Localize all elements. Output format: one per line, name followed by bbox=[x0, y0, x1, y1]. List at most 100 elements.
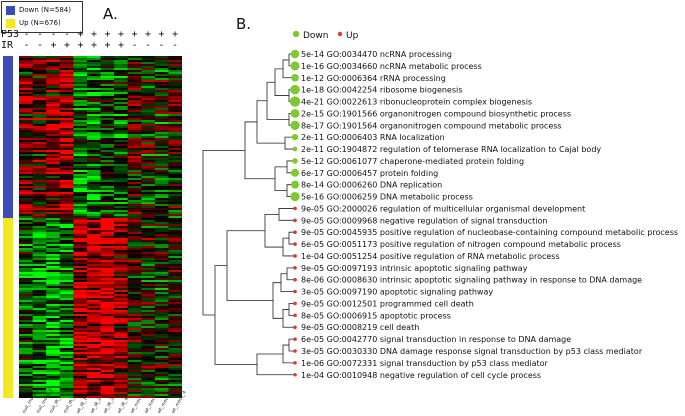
legend-label-down: Down bbox=[303, 31, 329, 41]
term-name: ribonucleoprotein complex biogenesis bbox=[380, 98, 532, 107]
term-pvalue: 9e-05 bbox=[301, 264, 324, 273]
go-term-row: 2e-11 GO:0006403 RNA localization bbox=[291, 133, 445, 142]
term-label: 9e-05 GO:0008219 cell death bbox=[301, 323, 419, 332]
column-label: wt_IR_3 bbox=[103, 397, 116, 415]
term-dot-down bbox=[291, 73, 299, 82]
column-label: null_IR_1 bbox=[49, 394, 64, 415]
dendrogram-links bbox=[202, 53, 295, 376]
term-name: positive regulation of nitrogen compound… bbox=[380, 240, 621, 249]
term-name: ncRNA metabolic process bbox=[380, 62, 482, 71]
term-go-id: GO:0006364 bbox=[327, 74, 378, 83]
go-term-row: 4e-21 GO:0022613 ribonucleoprotein compl… bbox=[289, 96, 532, 107]
term-dot-up bbox=[293, 254, 297, 258]
ir-sign: + bbox=[63, 40, 71, 51]
term-pvalue: 2e-11 bbox=[301, 133, 324, 142]
term-go-id: GO:0006403 bbox=[327, 133, 378, 142]
ir-sign: + bbox=[77, 40, 84, 51]
term-dot-down bbox=[291, 133, 299, 141]
term-pvalue: 1e-16 bbox=[301, 62, 324, 71]
column-label: wt_IR_4 bbox=[116, 397, 130, 415]
go-term-row: 1e-04 GO:0051254 positive regulation of … bbox=[293, 252, 560, 261]
term-dot-up bbox=[293, 361, 297, 365]
go-term-row: 6e-05 GO:0051173 positive regulation of … bbox=[293, 240, 621, 249]
term-dot-up bbox=[293, 277, 297, 282]
term-name: intrinsic apoptotic signaling pathway in… bbox=[380, 276, 642, 285]
ir-sign: + bbox=[50, 40, 57, 51]
legend-item-up: Up (N=676) bbox=[6, 18, 61, 29]
row-label-ir: IR bbox=[1, 40, 14, 51]
term-dot-down bbox=[290, 84, 300, 95]
term-dot-up bbox=[293, 372, 297, 377]
term-go-id: GO:0051254 bbox=[327, 252, 378, 261]
term-name: ncRNA processing bbox=[380, 50, 452, 59]
term-go-id: GO:0006259 bbox=[327, 193, 378, 202]
p53-sign-row: ----++++++++ bbox=[0, 29, 190, 41]
term-dot-down bbox=[292, 158, 298, 164]
term-label: 4e-21 GO:0022613 ribonucleoprotein compl… bbox=[301, 98, 532, 107]
term-dot-down bbox=[291, 180, 299, 189]
term-dot-up bbox=[293, 206, 297, 211]
term-pvalue: 9e-05 bbox=[301, 204, 324, 213]
term-name: signal transduction in response to DNA d… bbox=[380, 335, 571, 344]
term-pvalue: 4e-21 bbox=[301, 98, 324, 107]
p53-sign: + bbox=[171, 29, 179, 40]
term-name: organonitrogen compound metabolic proces… bbox=[380, 121, 562, 130]
go-term-row: 8e-17 GO:1901564 organonitrogen compound… bbox=[290, 120, 562, 130]
term-go-id: GO:0042254 bbox=[327, 86, 378, 95]
term-pvalue: 6e-05 bbox=[301, 335, 324, 344]
term-name: regulation of multicellular organismal d… bbox=[380, 204, 585, 213]
term-label: 8e-14 GO:0006260 DNA replication bbox=[301, 181, 442, 190]
term-go-id: GO:0022613 bbox=[327, 98, 378, 107]
ir-sign: - bbox=[131, 40, 138, 51]
term-go-id: GO:1901564 bbox=[327, 121, 378, 130]
up-cluster-bar bbox=[3, 218, 13, 398]
go-term-row: 5e-16 GO:0006259 DNA metabolic process bbox=[290, 191, 473, 202]
term-label: 6e-05 GO:0051173 positive regulation of … bbox=[301, 240, 621, 249]
term-go-id: GO:0008219 bbox=[327, 323, 378, 332]
term-go-id: GO:0045935 bbox=[327, 228, 378, 237]
term-name: rRNA processing bbox=[380, 74, 446, 83]
ir-sign: + bbox=[117, 40, 125, 51]
term-label: 3e-05 GO:0030330 DNA damage response sig… bbox=[301, 347, 643, 356]
term-dot-up bbox=[293, 337, 297, 341]
term-label: 2e-15 GO:1901566 organonitrogen compound… bbox=[301, 109, 571, 118]
go-term-row: 9e-05 GO:0012501 programmed cell death bbox=[293, 299, 474, 308]
term-label: 8e-06 GO:0008630 intrinsic apoptotic sig… bbox=[301, 276, 642, 285]
term-label: 9e-05 GO:0009968 negative regulation of … bbox=[301, 216, 547, 225]
p53-sign: - bbox=[23, 29, 30, 40]
term-pvalue: 8e-05 bbox=[301, 311, 324, 320]
term-label: 5e-16 GO:0006259 DNA metabolic process bbox=[301, 193, 473, 202]
term-dot-up bbox=[293, 266, 297, 270]
term-dot-down bbox=[290, 120, 300, 130]
p53-sign: + bbox=[77, 29, 84, 40]
go-term-row: 2e-15 GO:1901566 organonitrogen compound… bbox=[290, 109, 571, 118]
term-pvalue: 5e-16 bbox=[301, 193, 324, 202]
term-label: 1e-06 GO:0072331 signal transduction by … bbox=[301, 359, 549, 368]
term-go-id: GO:0097193 bbox=[327, 264, 378, 273]
p53-sign: - bbox=[63, 29, 71, 40]
term-label: 9e-05 GO:2000026 regulation of multicell… bbox=[301, 204, 585, 213]
term-label: 3e-05 GO:0097190 apoptotic signaling pat… bbox=[301, 288, 493, 297]
term-dot-up bbox=[293, 218, 297, 223]
term-name: ribosome biogenesis bbox=[380, 86, 463, 95]
term-pvalue: 8e-06 bbox=[301, 276, 324, 285]
term-go-id: GO:0034470 bbox=[327, 50, 378, 59]
term-go-id: GO:0072331 bbox=[327, 359, 378, 368]
term-dot-up bbox=[293, 349, 297, 353]
expression-heatmap bbox=[19, 56, 182, 398]
term-name: programmed cell death bbox=[380, 299, 474, 308]
p53-sign: + bbox=[104, 29, 111, 40]
term-pvalue: 8e-17 bbox=[301, 121, 324, 130]
term-go-id: GO:1904872 bbox=[327, 145, 378, 154]
go-term-row: 1e-04 GO:0010948 negative regulation of … bbox=[293, 371, 541, 380]
p53-sign: + bbox=[117, 29, 125, 40]
term-name: apoptotic signaling pathway bbox=[380, 288, 493, 297]
term-go-id: GO:0097190 bbox=[327, 288, 378, 297]
p53-sign: + bbox=[90, 29, 98, 40]
term-dot-up bbox=[293, 301, 297, 306]
column-label: null_IR_2 bbox=[62, 394, 77, 415]
term-pvalue: 9e-05 bbox=[301, 299, 324, 308]
